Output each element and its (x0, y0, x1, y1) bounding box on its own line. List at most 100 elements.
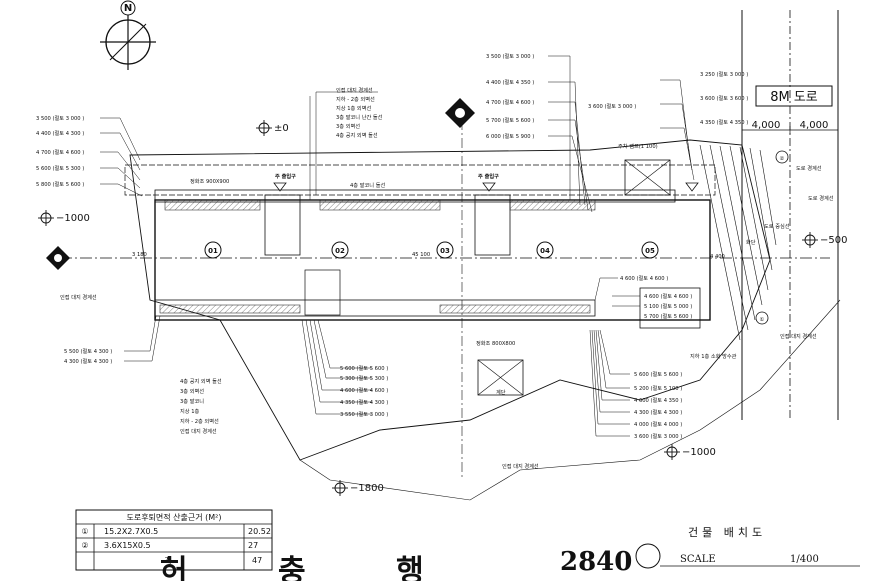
north-label: N (124, 3, 132, 14)
road-boundary-right-label: 도로 경계선 (808, 194, 834, 202)
note-bottom-right-1: 5 600 (절토 5 600 ) (634, 370, 682, 378)
hatch-top (164, 199, 261, 211)
note-bottom-center-2: 5 300 (절토 5 300 ) (340, 374, 388, 382)
bay-label-2: 02 (335, 247, 345, 255)
road-label-box (755, 85, 833, 107)
leader-lines (100, 55, 695, 437)
notes-bottom-center: 5 600 (절토 5 600 ) 5 300 (절토 5 300 ) 4 60… (340, 364, 388, 418)
level-marker-icons (38, 120, 818, 496)
sewer-bottom-label: 정화조 800X800 (476, 340, 515, 347)
note-bottom-right-5: 4 000 (절토 4 000 ) (634, 420, 682, 428)
dim-left: 3 180 (132, 252, 147, 258)
bay-label-3: 03 (440, 247, 450, 255)
level-minus1000-left: −1000 (56, 213, 90, 224)
section-marker-left-icon (46, 246, 70, 270)
level-minus500-right: −500 (820, 235, 847, 246)
site-marker-2-icon (775, 150, 789, 164)
note-center-top-1: 인접 대지 경계선 (336, 86, 373, 94)
note-right-mid-2: 4 600 (절토 4 600 ) (644, 292, 692, 300)
legend-line-5: 지하 - 2층 외벽선 (180, 417, 219, 425)
entrance-label-1: 주 출입구 (275, 172, 296, 180)
note-road-side-3: 4 350 (절토 4 350 ) (700, 118, 748, 126)
level-plus0: ±0 (274, 123, 289, 134)
road-center-label: 도로 중심선 (764, 222, 790, 230)
parking-ramp-label: 주차 램프(1 100) (618, 142, 658, 150)
road-label: 8M 도로 (770, 90, 818, 105)
notes-left-top: 3 500 (절토 3 000 ) 4 400 (절토 4 300 ) 4 70… (36, 114, 84, 188)
table-row-1-no: ① (81, 527, 88, 536)
table-row-2-value: 27 (248, 541, 258, 550)
boundary-right-bottom-label: 인접 대지 경계선 (780, 332, 817, 340)
note-bottom-right-6: 3 600 (절토 3 000 ) (634, 432, 682, 440)
drawing-number-circle-icon (635, 543, 661, 569)
note-left-top-3: 4 700 (절토 4 600 ) (36, 148, 84, 156)
site-marker-1-icon (755, 311, 769, 325)
note-left-top-5: 5 800 (절토 5 600 ) (36, 180, 84, 188)
site-marker-1: ① (760, 317, 765, 323)
slope-lines (699, 144, 777, 341)
road-lines (741, 10, 839, 420)
notes-bottom-right: 5 600 (절토 5 600 ) 5 200 (절토 5 100 ) 4 60… (634, 370, 682, 440)
legend-line-4: 지상 1층 (180, 407, 199, 415)
site-marker-2: ② (780, 156, 785, 162)
note-left-top-1: 3 500 (절토 3 000 ) (36, 114, 84, 122)
scale-value: 1/400 (790, 554, 819, 565)
table-row-2-formula: 3.6X15X0.5 (104, 541, 151, 550)
note-center-top-5: 3층 외벽선 (336, 122, 360, 130)
road-width-left: 4,000 (752, 120, 781, 131)
hatch-top-2 (319, 199, 441, 211)
table-header: 도로후퇴면적 산출근거 (M²) (126, 512, 221, 522)
level-minus1800: −1800 (350, 483, 384, 494)
balcony-band-bottom (154, 299, 596, 317)
road-width-right: 4,000 (800, 120, 829, 131)
stair-right-label: 계단 (496, 388, 506, 396)
note-bottom-left-2: 4 300 (절토 4 300 ) (64, 357, 112, 365)
hatch-bottom-2 (439, 304, 591, 314)
level-minus1000-bottom: −1000 (682, 447, 716, 458)
note-center-top-2: 지하 - 2층 외벽선 (336, 95, 375, 103)
note-road-side-4: 3 600 (절토 3 000 ) (588, 102, 636, 110)
notes-right-mid: 4 600 (절토 4 600 ) 4 600 (절토 4 600 ) 5 10… (620, 274, 692, 320)
hydrant-label: 지하 1층 소화 방수관 (690, 352, 737, 360)
site-boundary-outer (299, 299, 841, 501)
garden-label: 화단 (746, 238, 756, 246)
table-row-1-value: 20.52 (248, 527, 271, 536)
note-road-side-2: 3 600 (절토 3 600 ) (700, 94, 748, 102)
note-center-top-4: 3층 발코니 난간 돌선 (336, 113, 383, 121)
hatch-top-3 (509, 199, 596, 211)
note-bottom-right-3: 4 600 (절토 4 350 ) (634, 396, 682, 404)
balcony-line-label: 4층 발코니 돌선 (350, 181, 385, 189)
notes-bottom-left-legend: 4층 공지 외벽 돌선 3층 외벽선 3층 발코니 지상 1층 지하 - 2층 … (180, 377, 222, 435)
note-right-mid-3: 5 100 (절토 5 000 ) (644, 302, 692, 310)
note-left-top-2: 4 400 (절토 4 300 ) (36, 129, 84, 137)
building-footprint (154, 199, 711, 321)
legend-line-3: 3층 발코니 (180, 397, 204, 405)
note-right-mid-4: 5 700 (절토 5 600 ) (644, 312, 692, 320)
core-mid-lower (304, 269, 341, 316)
legend-line-1: 4층 공지 외벽 돌선 (180, 377, 222, 385)
note-center-top-3: 지상 1층 외벽선 (336, 104, 371, 112)
note-right-mid-1: 4 600 (절토 4 600 ) (620, 274, 668, 282)
signature: 허 충 행 (160, 554, 464, 581)
hatch-bottom (159, 304, 301, 314)
boundary-left-label: 인접 대지 경계선 (60, 293, 97, 301)
north-arrow-icon: N (100, 0, 156, 70)
note-bottom-right-4: 4 300 (절토 4 300 ) (634, 408, 682, 416)
core-right (474, 194, 511, 256)
note-bottom-center-1: 5 600 (절토 5 600 ) (340, 364, 388, 372)
scale-label: SCALE (680, 554, 716, 565)
entrance-marker-icon (273, 182, 699, 192)
bay-label-4: 04 (540, 247, 550, 255)
table-total-label: 계 (164, 555, 171, 565)
legend-line-6: 인접 대지 경계선 (180, 427, 217, 435)
bay-markers (204, 241, 659, 259)
note-bottom-center-3: 4 600 (절토 4 600 ) (340, 386, 388, 394)
table-total-value: 47 (252, 556, 262, 565)
upper-wall-band (124, 164, 716, 196)
note-right-top-5: 6 000 (절토 5 900 ) (486, 132, 534, 140)
bay-label-5: 05 (645, 247, 655, 255)
ramp-box (624, 159, 671, 196)
drawing-number: 2840 (560, 547, 632, 577)
area-table (75, 509, 273, 571)
note-right-top-3: 4 700 (절토 4 600 ) (486, 98, 534, 106)
